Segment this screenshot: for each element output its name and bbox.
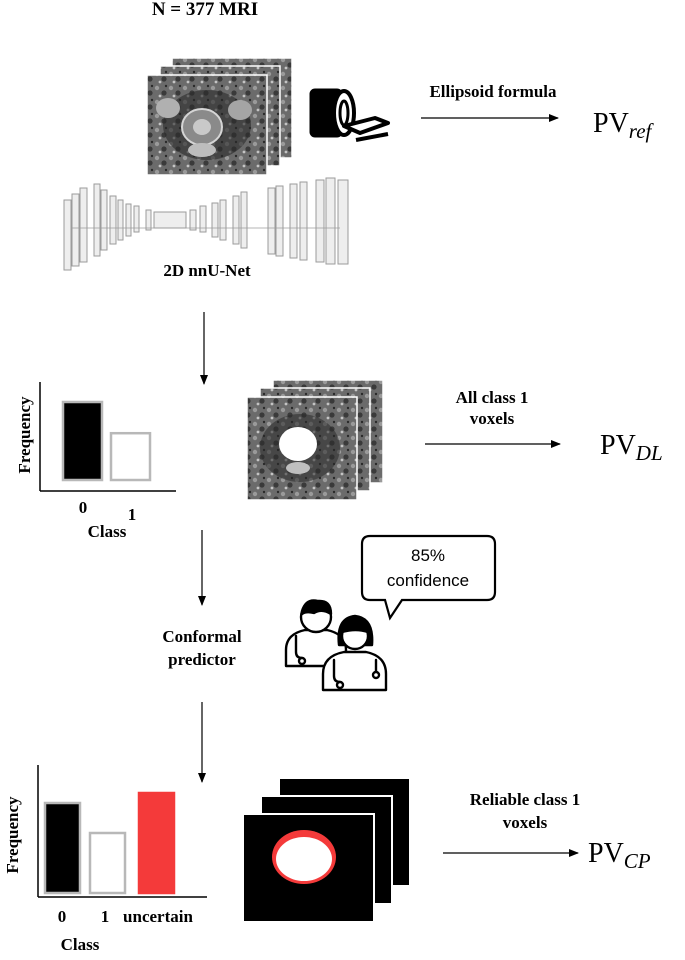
hist2-xlabel: Class [61, 935, 100, 954]
mri-stack-input [146, 57, 293, 176]
hist1-ylabel: Frequency [15, 396, 34, 474]
mri-scanner-icon [309, 88, 390, 142]
hist1-bar-0 [61, 400, 104, 482]
hist2-tick-1: 1 [101, 907, 110, 926]
pv-ref-output: PVref [593, 108, 655, 143]
reliable-class1-label-line2: voxels [503, 813, 548, 832]
hist2-bar-0 [43, 801, 82, 895]
hist1-tick-1: 1 [128, 505, 137, 524]
mri-stack-segmentation [246, 379, 384, 501]
hist1-bar-1 [109, 431, 152, 482]
hist1-tick-0: 0 [79, 498, 88, 517]
bubble-line1: 85% [411, 546, 445, 565]
reliable-class1-label-line1: Reliable class 1 [470, 790, 581, 809]
hist2-bar-uncertain [137, 791, 176, 895]
hist1-xlabel: Class [88, 522, 127, 541]
conformal-predictor-line1: Conformal [162, 627, 242, 646]
nnunet-architecture-icon [63, 177, 349, 271]
prostate-mask [279, 427, 317, 461]
bubble-line2: confidence [387, 571, 469, 590]
ellipsoid-formula-label: Ellipsoid formula [429, 82, 557, 101]
reliable-region [276, 837, 332, 881]
pv-dl-output: PVDL [600, 430, 663, 465]
mask-stack-reliable [242, 777, 411, 923]
header-title: N = 377 MRI [152, 0, 258, 20]
hist2-ylabel: Frequency [3, 796, 22, 874]
histogram-conformal: 0 1 uncertain Class Frequency [3, 765, 207, 954]
nnunet-label: 2D nnU-Net [163, 261, 251, 280]
confidence-speech-bubble: 85% confidence [360, 534, 497, 621]
conformal-predictor-line2: predictor [168, 650, 236, 669]
all-class1-label-line1: All class 1 [456, 388, 529, 407]
hist2-tick-uncertain: uncertain [123, 907, 193, 926]
pv-cp-output: PVCP [588, 838, 651, 873]
hist2-tick-0: 0 [58, 907, 67, 926]
hist2-bar-1 [88, 831, 127, 895]
all-class1-label-line2: voxels [470, 409, 515, 428]
histogram-prediction: 0 1 Class Frequency [15, 382, 176, 541]
clinicians-icon [284, 599, 388, 692]
